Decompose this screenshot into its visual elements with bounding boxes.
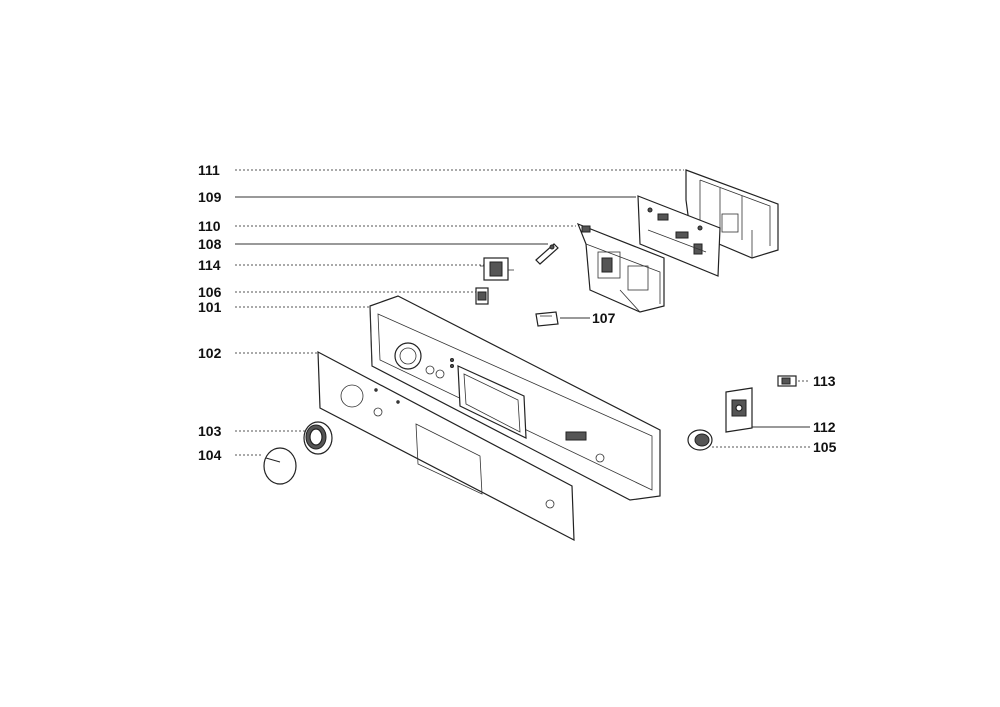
label-101: 101 <box>198 299 222 315</box>
part-numbers: 111 109 110 108 114 106 101 107 102 113 … <box>198 162 837 463</box>
label-104: 104 <box>198 447 222 463</box>
part-110-control-module <box>576 222 665 313</box>
label-107: 107 <box>592 310 616 326</box>
label-103: 103 <box>198 423 222 439</box>
label-111: 111 <box>198 162 220 178</box>
label-114: 114 <box>198 257 221 273</box>
part-103-knob-ring <box>303 421 333 455</box>
part-102-fascia <box>317 350 575 542</box>
part-114-selector-switch <box>480 257 514 281</box>
part-104-knob-cap <box>263 447 297 485</box>
part-109-circuit-board <box>637 195 721 277</box>
part-105-push-button <box>687 429 713 451</box>
part-108-lever <box>535 243 559 265</box>
label-106: 106 <box>198 284 222 300</box>
label-105: 105 <box>813 439 837 455</box>
label-113: 113 <box>813 373 836 389</box>
label-112: 112 <box>813 419 836 435</box>
part-112-button-frame <box>725 387 753 433</box>
label-102: 102 <box>198 345 222 361</box>
part-101-panel-frame <box>369 295 661 501</box>
label-109: 109 <box>198 189 222 205</box>
part-107-button-block <box>535 311 559 327</box>
label-110: 110 <box>198 218 221 234</box>
leader-lines <box>235 169 810 456</box>
part-106-shaft <box>475 287 489 305</box>
part-113-clip <box>777 375 797 387</box>
label-108: 108 <box>198 236 222 252</box>
